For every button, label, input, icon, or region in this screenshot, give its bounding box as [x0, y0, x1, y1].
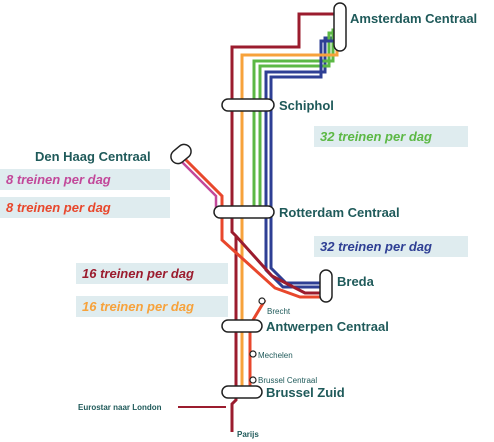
blue-route	[264, 36, 339, 289]
station-amsterdam-label: Amsterdam Centraal	[350, 11, 477, 26]
brussel-centraal-station-marker	[249, 376, 257, 384]
schiphol-station-marker	[221, 98, 275, 112]
rotterdam-station-marker	[213, 205, 275, 219]
eurostar-label: Eurostar naar London	[78, 403, 162, 412]
antwerpen-station-marker	[221, 319, 263, 333]
frequency-label-dark-red: 16 treinen per dag	[82, 266, 194, 281]
red-route	[179, 153, 325, 299]
station-brussel-zuid-label: Brussel Zuid	[266, 385, 345, 400]
brecht-station-marker	[258, 297, 266, 305]
station-mechelen-label: Mechelen	[258, 351, 293, 360]
station-antwerpen-label: Antwerpen Centraal	[266, 319, 389, 334]
frequency-label-magenta: 8 treinen per dag	[6, 172, 111, 187]
frequency-label-red: 8 treinen per dag	[6, 200, 111, 215]
frequency-box-green: 32 treinen per dag	[314, 126, 468, 147]
station-schiphol-label: Schiphol	[279, 98, 334, 113]
frequency-box-dark-red: 16 treinen per dag	[76, 263, 228, 284]
frequency-box-orange: 16 treinen per dag	[76, 296, 228, 317]
frequency-box-magenta: 8 treinen per dag	[0, 169, 170, 190]
breda-station-marker	[319, 269, 333, 303]
station-rotterdam-label: Rotterdam Centraal	[279, 205, 400, 220]
frequency-label-green: 32 treinen per dag	[320, 129, 432, 144]
mechelen-station-marker	[249, 350, 257, 358]
station-parijs-label: Parijs	[237, 430, 259, 439]
frequency-box-red: 8 treinen per dag	[0, 197, 170, 218]
station-breda-label: Breda	[337, 274, 375, 289]
station-brussel-centraal-label: Brussel Centraal	[258, 376, 317, 385]
frequency-box-blue: 32 treinen per dag	[314, 236, 468, 257]
dark-red-route	[230, 12, 339, 295]
amsterdam-station-marker	[333, 2, 347, 52]
frequency-label-orange: 16 treinen per dag	[82, 299, 194, 314]
brussel-zuid-station-marker	[221, 385, 263, 399]
station-den-haag-label: Den Haag Centraal	[35, 149, 151, 164]
station-brecht-label: Brecht	[267, 307, 291, 316]
magenta-route	[178, 158, 218, 210]
dark-red-to-brussel	[230, 236, 238, 432]
frequency-label-blue: 32 treinen per dag	[320, 239, 432, 254]
den-haag-station-marker	[170, 143, 192, 165]
